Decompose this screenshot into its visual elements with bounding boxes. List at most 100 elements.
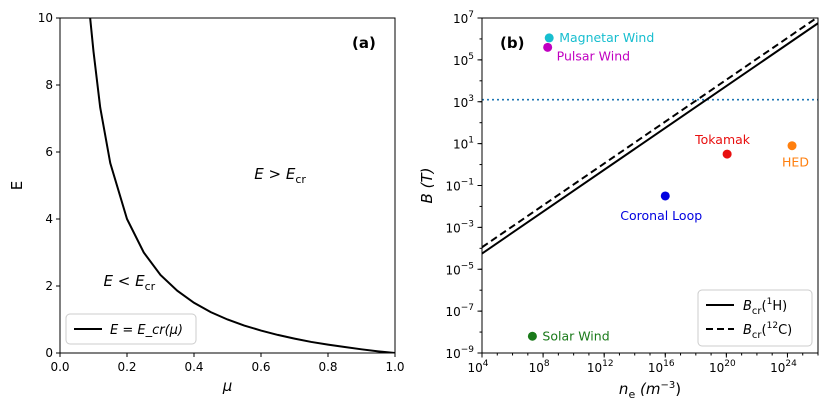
- y-tick-exp-b-0: −9: [461, 345, 475, 355]
- panel-label-a: (a): [352, 34, 376, 52]
- x-tick-label-b-1: 108: [529, 359, 550, 375]
- legend-paren-b-0: (: [762, 299, 767, 314]
- y-tick-base-b-1: 10: [445, 305, 460, 319]
- data-point-3: [787, 141, 797, 151]
- x-tick-base-b-2: 10: [587, 361, 602, 375]
- y-axis-label-b: B (T): [418, 168, 436, 204]
- series-line-b-1: [482, 18, 818, 249]
- legend-box-a: [65, 313, 197, 345]
- legend-a: E = E_cr(μ): [65, 313, 197, 345]
- x-tick-label-b-0: 104: [467, 359, 488, 375]
- point-label-4: Coronal Loop: [620, 208, 702, 223]
- data-point-2: [722, 149, 732, 159]
- data-point-4: [660, 191, 670, 201]
- x-tick-label-a-0: 0.0: [50, 360, 69, 374]
- x-tick-label-b-3: 1016: [648, 359, 675, 375]
- x-tick-label-a-2: 0.4: [184, 360, 203, 374]
- x-tick-label-a-5: 1.0: [385, 360, 404, 374]
- region-annotation-main-1: E < E: [104, 272, 146, 290]
- x-axis-label-unit-b: (m: [635, 380, 660, 398]
- legend-tail-b-1: C): [778, 323, 792, 338]
- y-tick-base-b-5: 10: [453, 138, 468, 152]
- x-tick-exp-b-1: 8: [544, 359, 550, 369]
- y-tick-base-b-0: 10: [445, 347, 460, 361]
- y-tick-label-b-4: 10−1: [445, 178, 474, 194]
- y-tick-exp-b-5: 1: [468, 136, 474, 146]
- y-tick-base-b-6: 10: [453, 96, 468, 110]
- panel-label-b: (b): [500, 34, 524, 52]
- y-tick-base-b-4: 10: [445, 180, 460, 194]
- y-tick-exp-b-2: −5: [461, 261, 474, 271]
- region-annotation-main-0: E > E: [254, 165, 296, 183]
- x-tick-label-b-2: 1012: [587, 359, 614, 375]
- region-annotation-1: E < Ecr: [104, 272, 156, 293]
- y-tick-exp-b-4: −1: [461, 178, 474, 188]
- y-tick-base-b-3: 10: [445, 221, 460, 235]
- legend-tail-b-0: H): [772, 299, 787, 314]
- x-tick-exp-b-5: 24: [785, 359, 797, 369]
- x-tick-base-b-5: 10: [770, 361, 785, 375]
- y-tick-label-b-1: 10−7: [445, 303, 474, 319]
- data-point-1: [543, 42, 553, 52]
- y-tick-exp-b-6: 3: [468, 94, 474, 104]
- data-point-5: [527, 331, 537, 341]
- x-axis-label-sub-b: e: [628, 388, 635, 401]
- point-label-0: Magnetar Wind: [559, 30, 654, 45]
- point-label-1: Pulsar Wind: [557, 48, 630, 63]
- y-tick-exp-b-1: −7: [461, 303, 474, 313]
- series-line-b-0: [482, 22, 818, 255]
- y-tick-exp-b-8: 7: [468, 10, 474, 20]
- x-axis-label-sup-b: −3: [660, 380, 675, 391]
- legend-main-b-0: B: [743, 299, 752, 314]
- y-tick-label-b-0: 10−9: [445, 345, 474, 361]
- point-label-2: Tokamak: [694, 132, 751, 147]
- x-tick-label-a-1: 0.2: [117, 360, 136, 374]
- y-tick-label-a-5: 10: [38, 11, 53, 25]
- y-tick-label-a-2: 4: [45, 212, 53, 226]
- x-axis-label-main-b: n: [619, 380, 629, 398]
- region-annotation-sub-1: cr: [145, 280, 156, 293]
- point-label-5: Solar Wind: [542, 328, 609, 343]
- region-annotation-sub-0: cr: [295, 173, 306, 186]
- point-label-3: HED: [782, 155, 809, 170]
- legend-sub-b-0: cr: [752, 306, 762, 317]
- y-tick-label-a-4: 8: [45, 78, 53, 92]
- x-tick-label-b-5: 1024: [770, 359, 797, 375]
- legend-main-b-1: B: [743, 323, 752, 338]
- x-tick-label-a-4: 0.8: [318, 360, 337, 374]
- x-tick-base-b-4: 10: [709, 361, 724, 375]
- legend-paren-b-1: (: [762, 323, 767, 338]
- y-tick-exp-b-7: 5: [468, 52, 474, 62]
- x-tick-base-b-0: 10: [467, 361, 482, 375]
- y-tick-label-b-3: 10−3: [445, 219, 474, 235]
- y-axis-label-a: E: [8, 181, 26, 190]
- x-axis-label-b: ne (m−3): [619, 380, 681, 401]
- y-tick-label-b-2: 10−5: [445, 261, 474, 277]
- x-tick-base-b-1: 10: [529, 361, 544, 375]
- legend-label-b-0: Bcr(1H): [743, 297, 787, 317]
- x-tick-base-b-3: 10: [648, 361, 663, 375]
- y-tick-label-a-1: 2: [45, 279, 53, 293]
- legend-label-b-1: Bcr(12C): [743, 321, 792, 341]
- series-line-a-0: [89, 18, 395, 353]
- data-point-0: [544, 33, 554, 43]
- legend-sup-b-1: 12: [767, 321, 778, 331]
- x-tick-exp-b-2: 12: [602, 359, 613, 369]
- x-axis-label-close-b: ): [675, 380, 681, 398]
- y-tick-label-a-0: 0: [45, 346, 53, 360]
- x-tick-exp-b-3: 16: [663, 359, 675, 369]
- legend-sub-b-1: cr: [752, 330, 762, 341]
- legend-label-a-0: E = E_cr(μ): [110, 323, 183, 338]
- legend-b: Bcr(1H)Bcr(12C): [697, 289, 813, 347]
- region-annotation-0: E > Ecr: [254, 165, 306, 186]
- y-tick-base-b-7: 10: [453, 54, 468, 68]
- plot-frame-a: [59, 17, 396, 354]
- y-tick-label-b-7: 105: [453, 52, 474, 68]
- y-tick-base-b-2: 10: [445, 263, 460, 277]
- y-tick-exp-b-3: −3: [461, 219, 474, 229]
- x-tick-exp-b-4: 20: [724, 359, 736, 369]
- x-tick-label-b-4: 1020: [709, 359, 736, 375]
- y-tick-label-b-8: 107: [453, 10, 474, 26]
